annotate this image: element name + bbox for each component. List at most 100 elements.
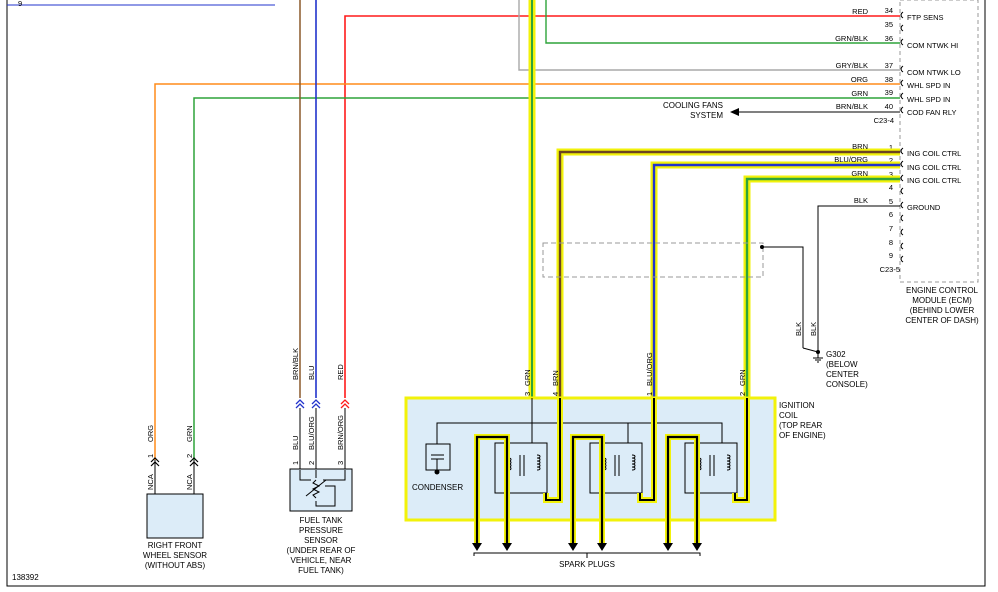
ecm-connector-b-id: C23-5 (880, 265, 900, 274)
ftp-sensor-symbol (299, 470, 346, 507)
ground-loc-2: CENTER (826, 370, 859, 379)
wire-label: BRN/BLK (836, 102, 868, 111)
ftp-lower-wires (299, 408, 346, 470)
ftp-name-6: FUEL TANK) (298, 566, 344, 575)
wheel-pin-wire: ORG (146, 425, 155, 442)
wire-label: BRN (852, 142, 868, 151)
cooling-fans-2: SYSTEM (690, 111, 723, 120)
wire-label: RED (852, 7, 868, 16)
ecm-pin-num: 1 (889, 143, 893, 152)
wheel-pin-num: 1 (146, 454, 155, 458)
ecm-pin-label: ING COIL CTRL (907, 163, 961, 172)
wire-label: BLU/ORG (834, 155, 868, 164)
ftp-pin-wire: BLU/ORG (307, 416, 316, 450)
ground-id: G302 (826, 350, 846, 359)
ecm-pin-num: 38 (885, 75, 893, 84)
wheel-sensor-name-1: RIGHT FRONT (148, 541, 203, 550)
coil-pin-wire: BRN (551, 370, 560, 386)
ecm-pin-num: 37 (885, 61, 893, 70)
figure-id: 138392 (12, 573, 39, 582)
ecm-connector-a-id: C23-4 (874, 116, 894, 125)
coil-pin-wire: BLU/ORG (645, 352, 654, 386)
ecm-pin-stubs (900, 11, 904, 263)
ground-loc-1: (BELOW (826, 360, 858, 369)
arrow-icon (730, 108, 739, 116)
ecm-connector-a: 34 FTP SENS 35 36 COM NTWK HI 37 COM NTW… (874, 6, 961, 125)
wheel-sensor-name-3: (WITHOUT ABS) (145, 561, 206, 570)
wheel-pin-nca: NCA (185, 474, 194, 490)
ecm-pin-num: 3 (889, 170, 893, 179)
wheel-pin-nca: NCA (146, 474, 155, 490)
ftp-pin-wire: BRN/ORG (336, 415, 345, 450)
ground-wire-label: BLK (809, 322, 818, 336)
wire-label: GRN/BLK (835, 34, 868, 43)
ftp-name-1: FUEL TANK (300, 516, 344, 525)
wire-gry-blk-com-lo (518, 0, 900, 71)
ecm-pin-num: 36 (885, 34, 893, 43)
ecm-pin-num: 8 (889, 238, 893, 247)
coil-pin-wire: GRN (738, 369, 747, 386)
ecm-pin-num: 40 (885, 102, 893, 111)
ftp-top-wire: BRN/BLK (291, 348, 300, 380)
splice-dot (816, 350, 820, 354)
ftp-pin-num: 2 (307, 461, 316, 465)
coil-pin-num: 1 (645, 392, 654, 396)
condenser-label: CONDENSER (412, 483, 463, 492)
ecm-pin-num: 6 (889, 210, 893, 219)
ecm-pin-num: 34 (885, 6, 893, 15)
spark-plug-arrows (472, 543, 702, 551)
coil-name-2: COIL (779, 411, 798, 420)
wire-label: BLK (854, 196, 868, 205)
ecm-connector-b: 1 ING COIL CTRL 2 ING COIL CTRL 3 ING CO… (880, 143, 962, 274)
wire-label: GRN (851, 89, 868, 98)
ftp-name-2: PRESSURE (299, 526, 343, 535)
ftp-connector-icon (295, 399, 350, 409)
wheel-pin-wire: GRN (185, 425, 194, 442)
ecm-pin-label: WHL SPD IN (907, 81, 950, 90)
coil-pin-wire: GRN (523, 369, 532, 386)
wire-shield-drain (762, 246, 804, 348)
ftp-name-4: (UNDER REAR OF (287, 546, 356, 555)
highlight-wires (528, 0, 900, 398)
coil-name-3: (TOP REAR (779, 421, 822, 430)
wheel-sensor-name-2: WHEEL SENSOR (143, 551, 207, 560)
ground-wire-label: BLK (794, 322, 803, 336)
ecm-name-1: ENGINE CONTROL (906, 286, 979, 295)
ftp-pin-num: 1 (291, 461, 300, 465)
ecm-pin-label: GROUND (907, 203, 941, 212)
ftp-sensor-body (289, 468, 353, 512)
ecm-pin-label: WHL SPD IN (907, 95, 950, 104)
coil-pin-num: 2 (738, 392, 747, 396)
ecm-body (899, 0, 979, 283)
ecm-pin-num: 5 (889, 197, 893, 206)
ftp-name-5: VEHICLE, NEAR (291, 556, 352, 565)
ground-icon (813, 353, 823, 363)
coil-name-4: OF ENGINE) (779, 431, 826, 440)
coil-pin-num: 4 (551, 392, 560, 396)
top-left-pin: 9 (18, 0, 22, 8)
ecm-pin-label: COM NTWK HI (907, 41, 958, 50)
frame (6, 0, 986, 587)
ecm-name-3: (BEHIND LOWER (910, 306, 975, 315)
spark-plugs-label: SPARK PLUGS (559, 560, 615, 569)
ftp-top-wire: BLU (307, 365, 316, 380)
wire-org-whl-spd (154, 83, 900, 460)
splice-dot (434, 469, 440, 475)
ecm-pin-label: ING COIL CTRL (907, 176, 961, 185)
shield-outline (542, 242, 764, 278)
ftp-name-3: SENSOR (304, 536, 338, 545)
wire-label: ORG (851, 75, 868, 84)
coil-pin-num: 3 (523, 392, 532, 396)
wire-label: GRY/BLK (836, 61, 868, 70)
ecm-pin-label: FTP SENS (907, 13, 944, 22)
ecm-pin-num: 7 (889, 224, 893, 233)
ground-loc-3: CONSOLE) (826, 380, 868, 389)
wheel-sensor-stub (154, 460, 195, 494)
ecm-pin-label: COM NTWK LO (907, 68, 961, 77)
ecm-pin-num: 9 (889, 251, 893, 260)
ecm-pin-label: COD FAN RLY (907, 108, 956, 117)
ecm-name-2: MODULE (ECM) (912, 296, 972, 305)
coil-name-1: IGNITION (779, 401, 815, 410)
ftp-pin-num: 3 (336, 461, 345, 465)
